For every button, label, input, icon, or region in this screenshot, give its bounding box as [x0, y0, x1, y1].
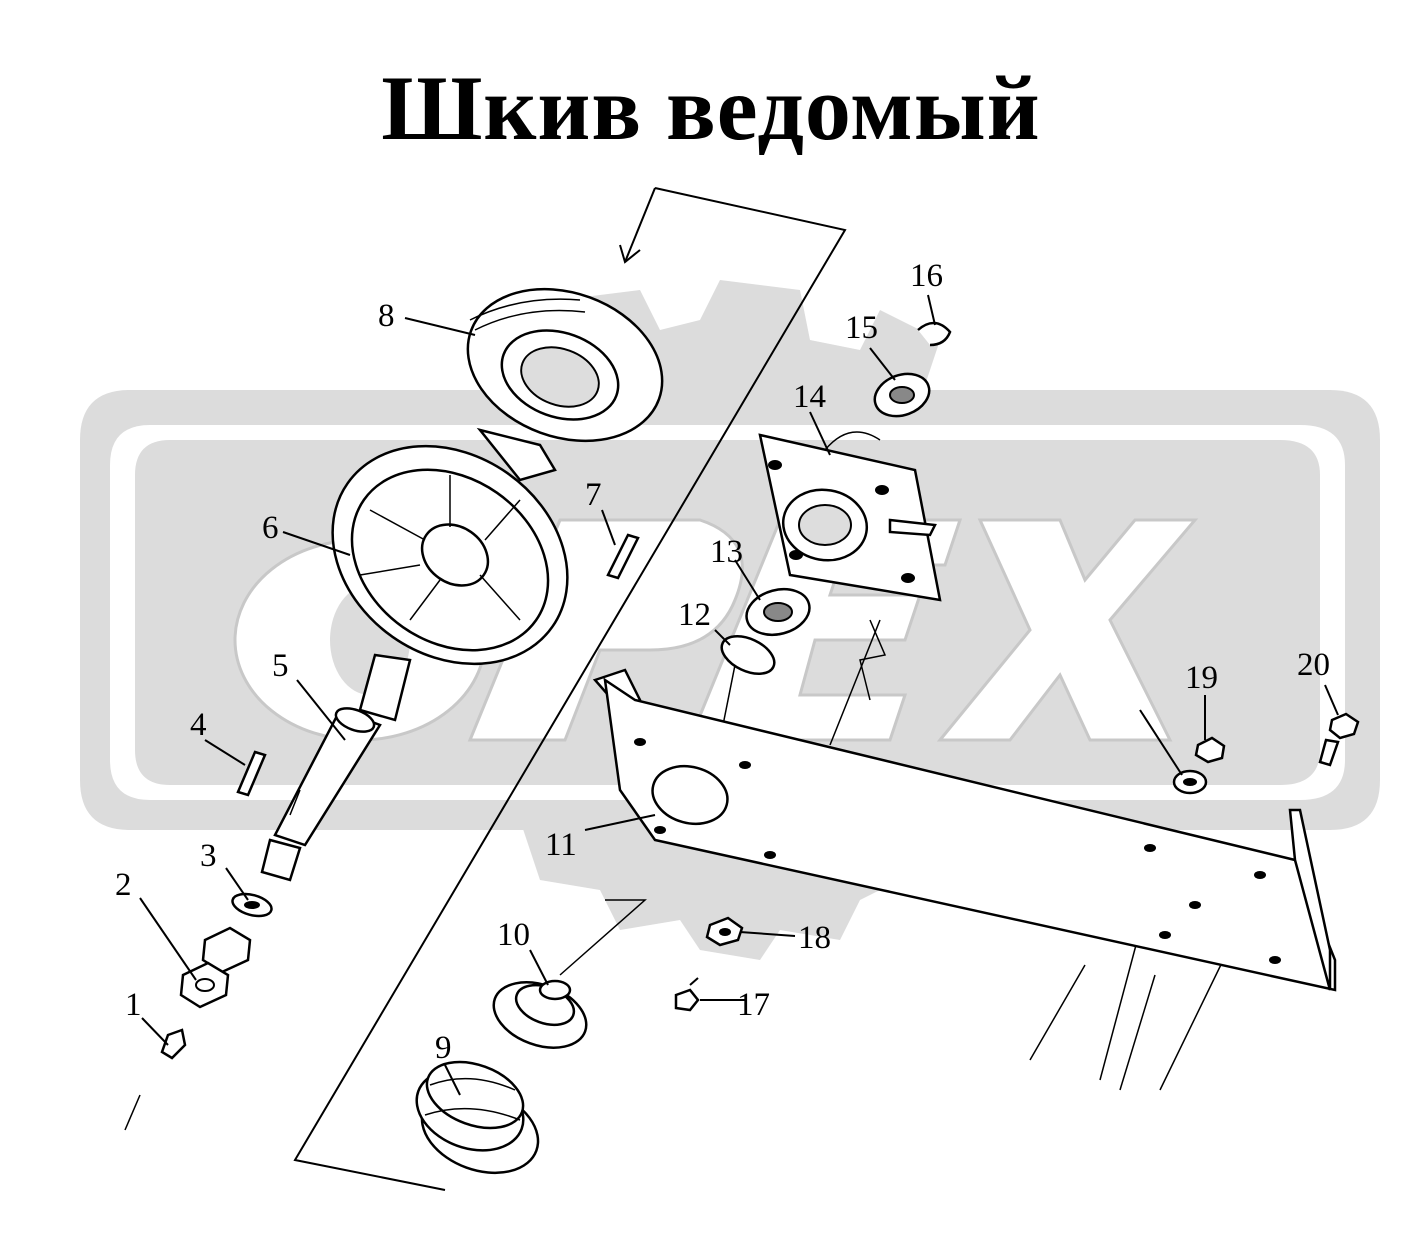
washer-3 [231, 892, 273, 918]
callout-19: 19 [1185, 660, 1218, 696]
callout-10: 10 [497, 917, 530, 953]
nut-19 [1172, 736, 1226, 795]
pulley-half-8 [466, 287, 664, 443]
bearing-13 [745, 587, 811, 637]
callout-5: 5 [272, 648, 289, 684]
page-title: Шкив ведомый [381, 57, 1041, 159]
leader-lines [139, 294, 1339, 1096]
ring-12 [720, 635, 776, 675]
callout-12: 12 [678, 597, 711, 633]
nut-18 [705, 916, 744, 947]
callout-18: 18 [798, 920, 831, 956]
callout-9: 9 [435, 1030, 452, 1066]
bolt-1 [160, 1028, 187, 1060]
callout-15: 15 [845, 310, 878, 346]
bolt-20 [1318, 712, 1360, 767]
bearing-15 [873, 372, 931, 418]
callout-4: 4 [190, 707, 207, 743]
callout-3: 3 [200, 838, 217, 874]
assembly-axis-lines [124, 187, 1251, 1191]
callout-13: 13 [710, 534, 743, 570]
bracket-11 [592, 668, 1337, 992]
pulley-wheel-6 [331, 427, 569, 666]
callout-1: 1 [125, 987, 142, 1023]
callout-20: 20 [1297, 647, 1330, 683]
callout-14: 14 [793, 379, 826, 415]
callout-6: 6 [262, 510, 279, 546]
callout-16: 16 [910, 258, 943, 294]
snap-ring-16 [917, 321, 952, 347]
housing-14 [758, 431, 942, 602]
callout-2: 2 [115, 867, 132, 903]
key-4 [236, 750, 267, 797]
bolt-17 [674, 977, 700, 1012]
callout-8: 8 [378, 298, 395, 334]
callout-17: 17 [737, 987, 770, 1023]
callout-11: 11 [545, 827, 577, 863]
key-7 [606, 533, 640, 580]
callout-7: 7 [585, 477, 602, 513]
shaft-5 [260, 653, 412, 882]
bushing-10 [492, 979, 588, 1049]
